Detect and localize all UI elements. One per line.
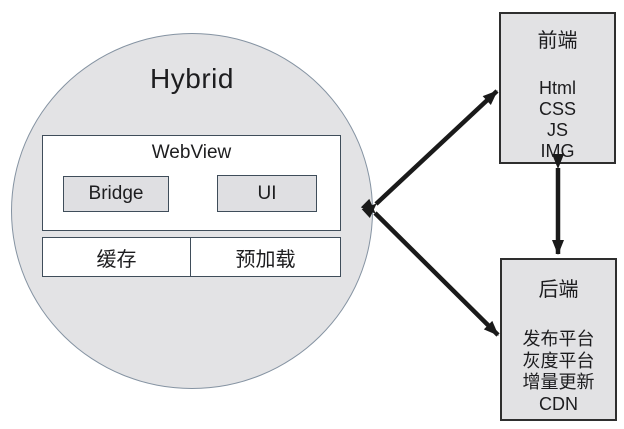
ui-label: UI [257, 182, 277, 204]
frontend-title: 前端 [537, 30, 578, 52]
frontend-item: JS [546, 120, 568, 140]
cache-preload-row: 缓存 预加载 [42, 237, 341, 277]
frontend-item: IMG [540, 141, 575, 161]
bridge-label: Bridge [88, 183, 144, 204]
backend-panel: 后端 发布平台 灰度平台 增量更新 CDN [500, 258, 617, 421]
frontend-panel: 前端 Html CSS JS IMG [499, 12, 616, 164]
frontend-item: CSS [538, 99, 576, 119]
bridge-box: Bridge [63, 176, 169, 212]
arrow-hybrid-backend [360, 198, 500, 337]
ui-box: UI [217, 175, 317, 212]
backend-items: 发布平台 灰度平台 增量更新 CDN [502, 329, 615, 415]
cache-cell: 缓存 [43, 238, 191, 276]
webview-title: WebView [151, 142, 232, 163]
backend-item: 增量更新 [522, 372, 595, 392]
backend-item: 发布平台 [522, 329, 595, 349]
backend-item: 灰度平台 [522, 350, 595, 371]
backend-title: 后端 [538, 279, 579, 301]
backend-item: CDN [539, 393, 578, 414]
preload-cell: 预加载 [235, 248, 296, 271]
frontend-item: Html [539, 78, 576, 98]
hybrid-title: Hybrid [150, 63, 234, 94]
arrow-hybrid-frontend [361, 89, 499, 218]
frontend-items: Html CSS JS IMG [501, 78, 614, 162]
